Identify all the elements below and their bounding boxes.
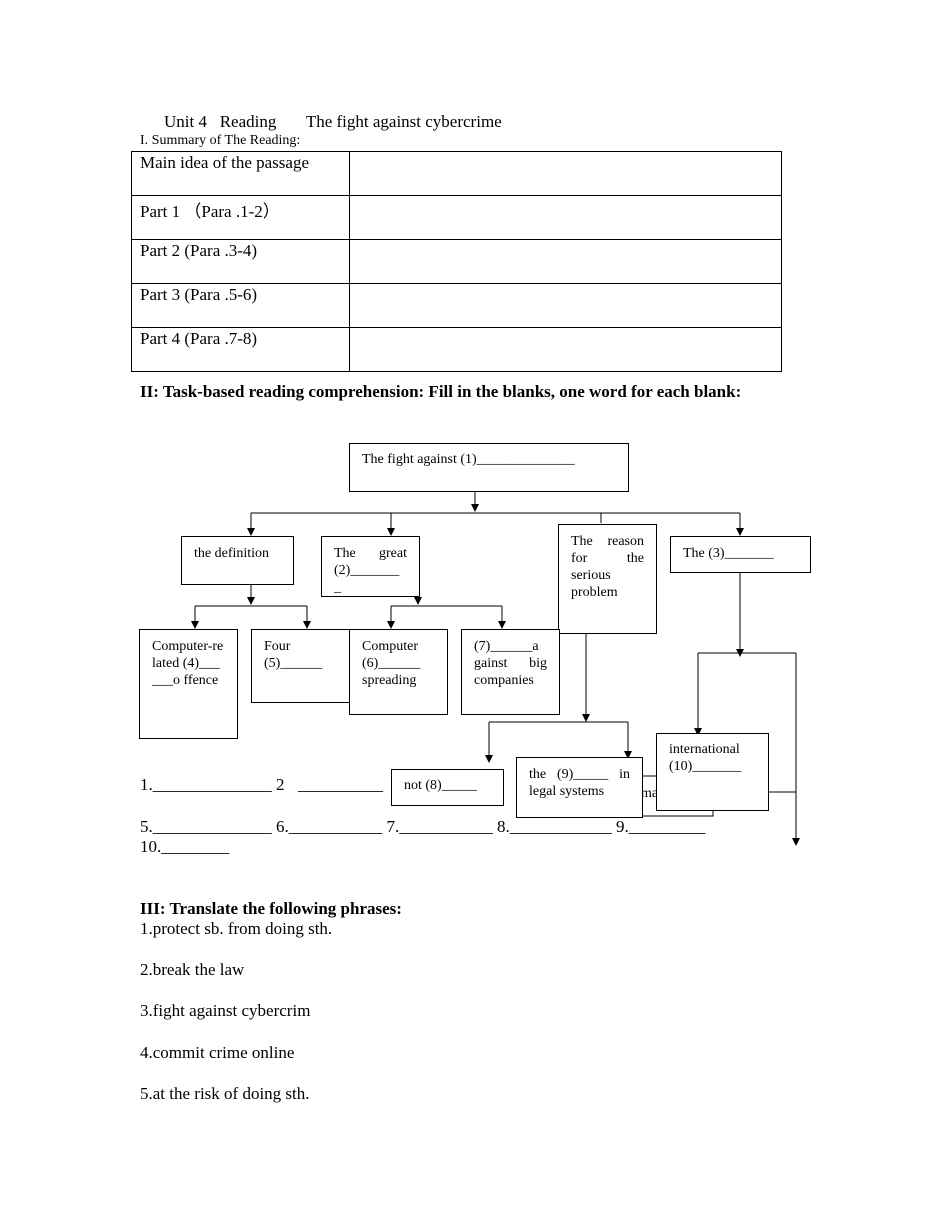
definition-box: the definition [181,536,294,585]
hidden-box-text: ma [641,786,659,801]
answer-line-1a: 1.______________ 2 [140,775,285,794]
computer-related-box: Computer-related (4)______o ffence [139,629,238,739]
answer-line-3: 10.________ [140,837,230,856]
page-title: Unit 4 Reading The fight against cybercr… [164,112,502,131]
answer-cell[interactable] [349,327,782,372]
phrase-5: 5.at the risk of doing sth. [140,1084,310,1103]
four-text: Four (5)______ [264,639,323,671]
section-2-heading: II: Task-based reading comprehension: Fi… [140,382,742,401]
summary-table: Main idea of the passage Part 1 （Para .1… [131,151,782,372]
section-3-heading: III: Translate the following phrases: [140,899,402,918]
not8-text: not (8)_____ [404,778,477,793]
international-box: international (10)_______ [656,733,769,811]
phrase-1: 1.protect sb. from doing sth. [140,919,333,938]
international-text: international (10)_______ [669,742,742,774]
companies-box: (7)______a gainst big companies [461,629,560,715]
spreading-text: Computer (6)______ spreading [362,639,421,688]
nine-box: the (9)_____ in legal systems [516,757,643,818]
three-box: The (3)_______ [670,536,811,573]
four-box: Four (5)______ [251,629,350,703]
computer-related-text: Computer-related (4)______o ffence [152,639,224,688]
reason-box: The reason for the serious problem [558,524,657,634]
answer-cell[interactable] [349,151,782,196]
companies-text: (7)______a gainst big companies [474,639,547,688]
table-row: Part 4 (Para .7-8) [131,327,782,372]
nine-text: the (9)_____ in legal systems [529,767,630,799]
row-label-part-3: Part 3 (Para .5-6) [131,283,350,328]
answer-line-1b: __________ [298,775,383,794]
phrase-3: 3.fight against cybercrim [140,1001,311,1020]
reason-text: The reason for the serious problem [571,534,644,600]
table-row: Part 2 (Para .3-4) [131,239,782,284]
answer-line-2: 5.______________ 6.___________ 7._______… [140,817,706,836]
answer-cell[interactable] [349,195,782,240]
not8-box: not (8)_____ [391,769,504,806]
spreading-box: Computer (6)______ spreading [349,629,448,715]
definition-text: the definition [194,546,270,561]
table-row: Part 1 （Para .1-2） [131,195,782,240]
table-row: Main idea of the passage [131,151,782,196]
diagram-top-box: The fight against (1)______________ [349,443,629,492]
row-label-part-4: Part 4 (Para .7-8) [131,327,350,372]
summary-heading: I. Summary of The Reading: [140,133,301,148]
three-text: The (3)_______ [683,546,774,561]
phrase-4: 4.commit crime online [140,1043,295,1062]
great-text: The great (2)_______ _ [334,546,407,595]
great-box: The great (2)_______ _ [321,536,420,597]
table-row: Part 3 (Para .5-6) [131,283,782,328]
phrase-2: 2.break the law [140,960,245,979]
diagram-top-text: The fight against (1)______________ [362,452,575,467]
answer-cell[interactable] [349,283,782,328]
